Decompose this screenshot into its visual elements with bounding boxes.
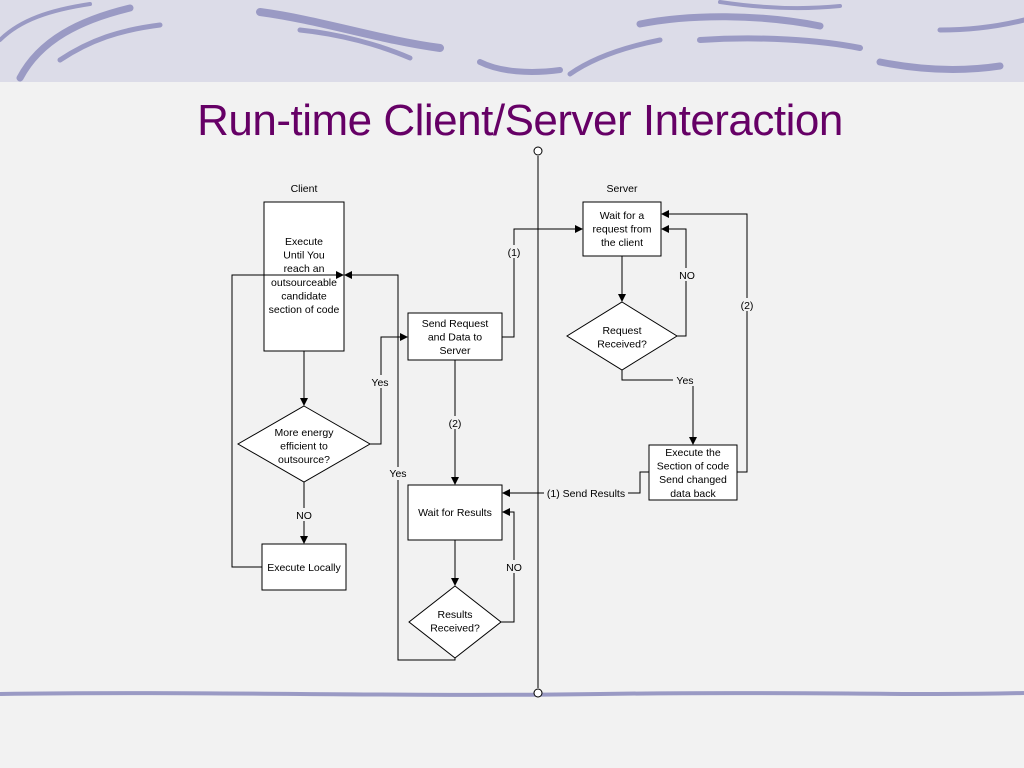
node-text-line: More energy <box>275 427 335 439</box>
wait-results-node: Wait for Results <box>407 484 503 541</box>
node-text-line: Request <box>602 325 641 337</box>
node-text-line: data back <box>670 488 716 500</box>
server-lane-label: Server <box>607 183 638 195</box>
request-no-label: NO <box>679 270 695 282</box>
svg-text:Wait for Results: Wait for Results <box>418 507 492 519</box>
node-text-line: reach an <box>284 263 325 275</box>
slide-title: Run-time Client/Server Interaction <box>197 96 843 145</box>
node-text-line: Send Request <box>422 318 489 330</box>
svg-text:Execute Locally: Execute Locally <box>267 562 341 574</box>
energy-no-label: NO <box>296 510 312 522</box>
node-text-line: Wait for a <box>600 210 645 222</box>
send-to-wait-label: (2) <box>449 418 462 430</box>
energy-yes-label: Yes <box>371 377 388 389</box>
node-text-line: Send changed <box>659 474 727 486</box>
lane-divider <box>533 146 543 698</box>
node-text-line: Received? <box>597 339 647 351</box>
client-lane-label: Client <box>291 183 318 195</box>
node-text-line: and Data to <box>428 332 482 344</box>
node-text-line: Execute <box>285 236 323 248</box>
decorative-banner <box>0 0 1024 82</box>
bottom-divider <box>0 691 1024 697</box>
node-text-line: Execute the <box>665 447 721 459</box>
node-text-line: Until You <box>283 250 325 262</box>
node-text-line: outsource? <box>278 454 330 466</box>
to-server-label: (1) <box>508 247 521 259</box>
node-text-line: request from <box>593 224 652 236</box>
server-loop-label: (2) <box>741 300 754 312</box>
results-yes-label: Yes <box>389 468 406 480</box>
node-text-line: Received? <box>430 623 480 635</box>
node-text-line: section of code <box>269 304 340 316</box>
node-text-line: candidate <box>281 290 327 302</box>
node-text-line: the client <box>601 237 643 249</box>
edge-labels: Yes NO Yes NO (1) (2) NO Yes (2) (1) Sen… <box>292 245 758 574</box>
node-text-line: Server <box>440 345 471 357</box>
node-text-line: Results <box>437 609 472 621</box>
node-text-line: efficient to <box>280 441 328 453</box>
node-text-line: Section of code <box>657 461 730 473</box>
node-text-line: outsourceable <box>271 277 337 289</box>
results-no-label: NO <box>506 562 522 574</box>
request-yes-label: Yes <box>676 375 693 387</box>
brush-strokes-decoration <box>0 0 1024 82</box>
node-text-line: Wait for Results <box>418 507 492 519</box>
send-results-label: (1) Send Results <box>547 488 625 500</box>
node-text-line: Execute Locally <box>267 562 341 574</box>
execute-locally-node: Execute Locally <box>261 543 347 591</box>
